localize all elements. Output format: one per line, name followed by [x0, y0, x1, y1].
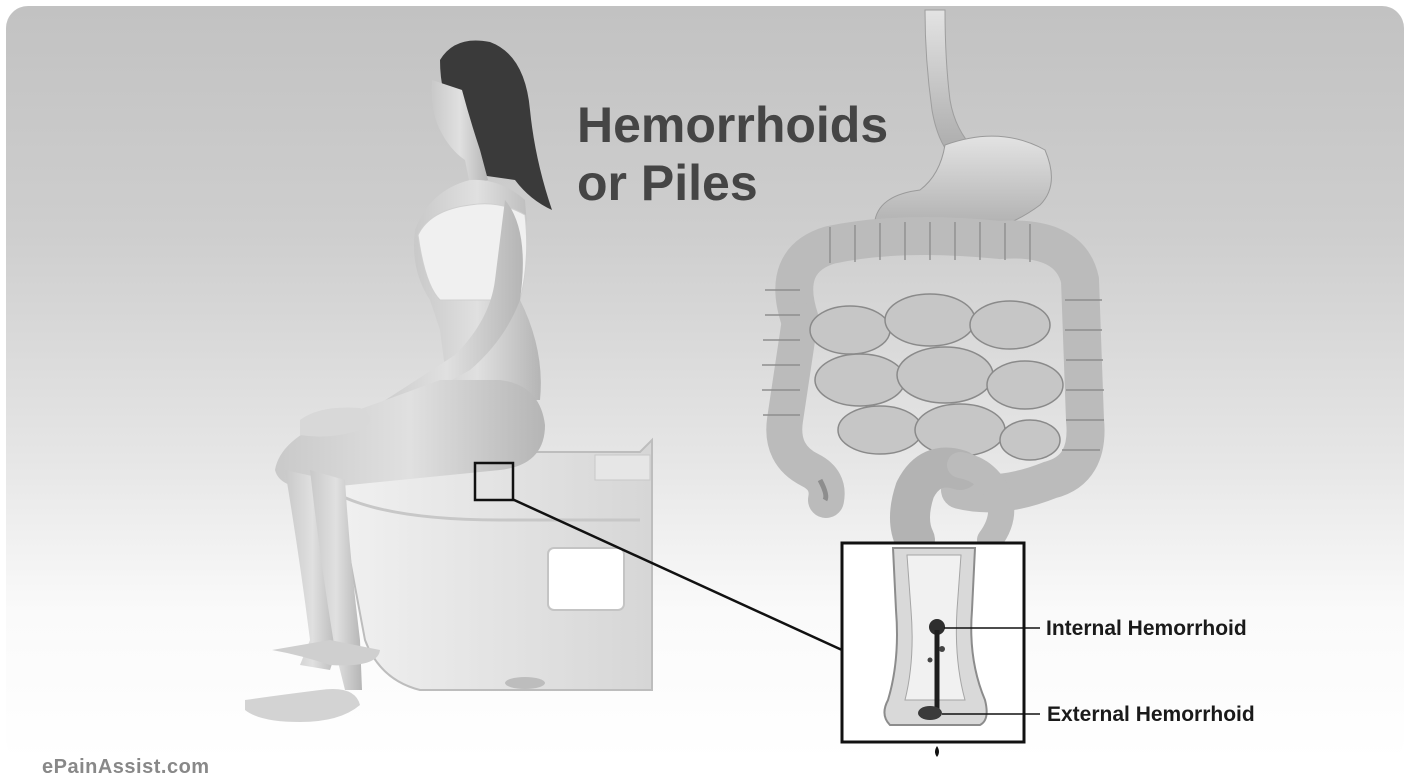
digestive-system: [762, 10, 1104, 540]
rectum-cross-section: [884, 548, 986, 757]
title-line-1: Hemorrhoids: [577, 96, 888, 154]
external-hemorrhoid-label: External Hemorrhoid: [1047, 703, 1255, 727]
internal-hemorrhoid-label: Internal Hemorrhoid: [1046, 617, 1247, 641]
title-line-2: or Piles: [577, 154, 888, 212]
diagram-title: Hemorrhoids or Piles: [577, 96, 888, 212]
brand-watermark: ePainAssist.com: [42, 756, 210, 779]
